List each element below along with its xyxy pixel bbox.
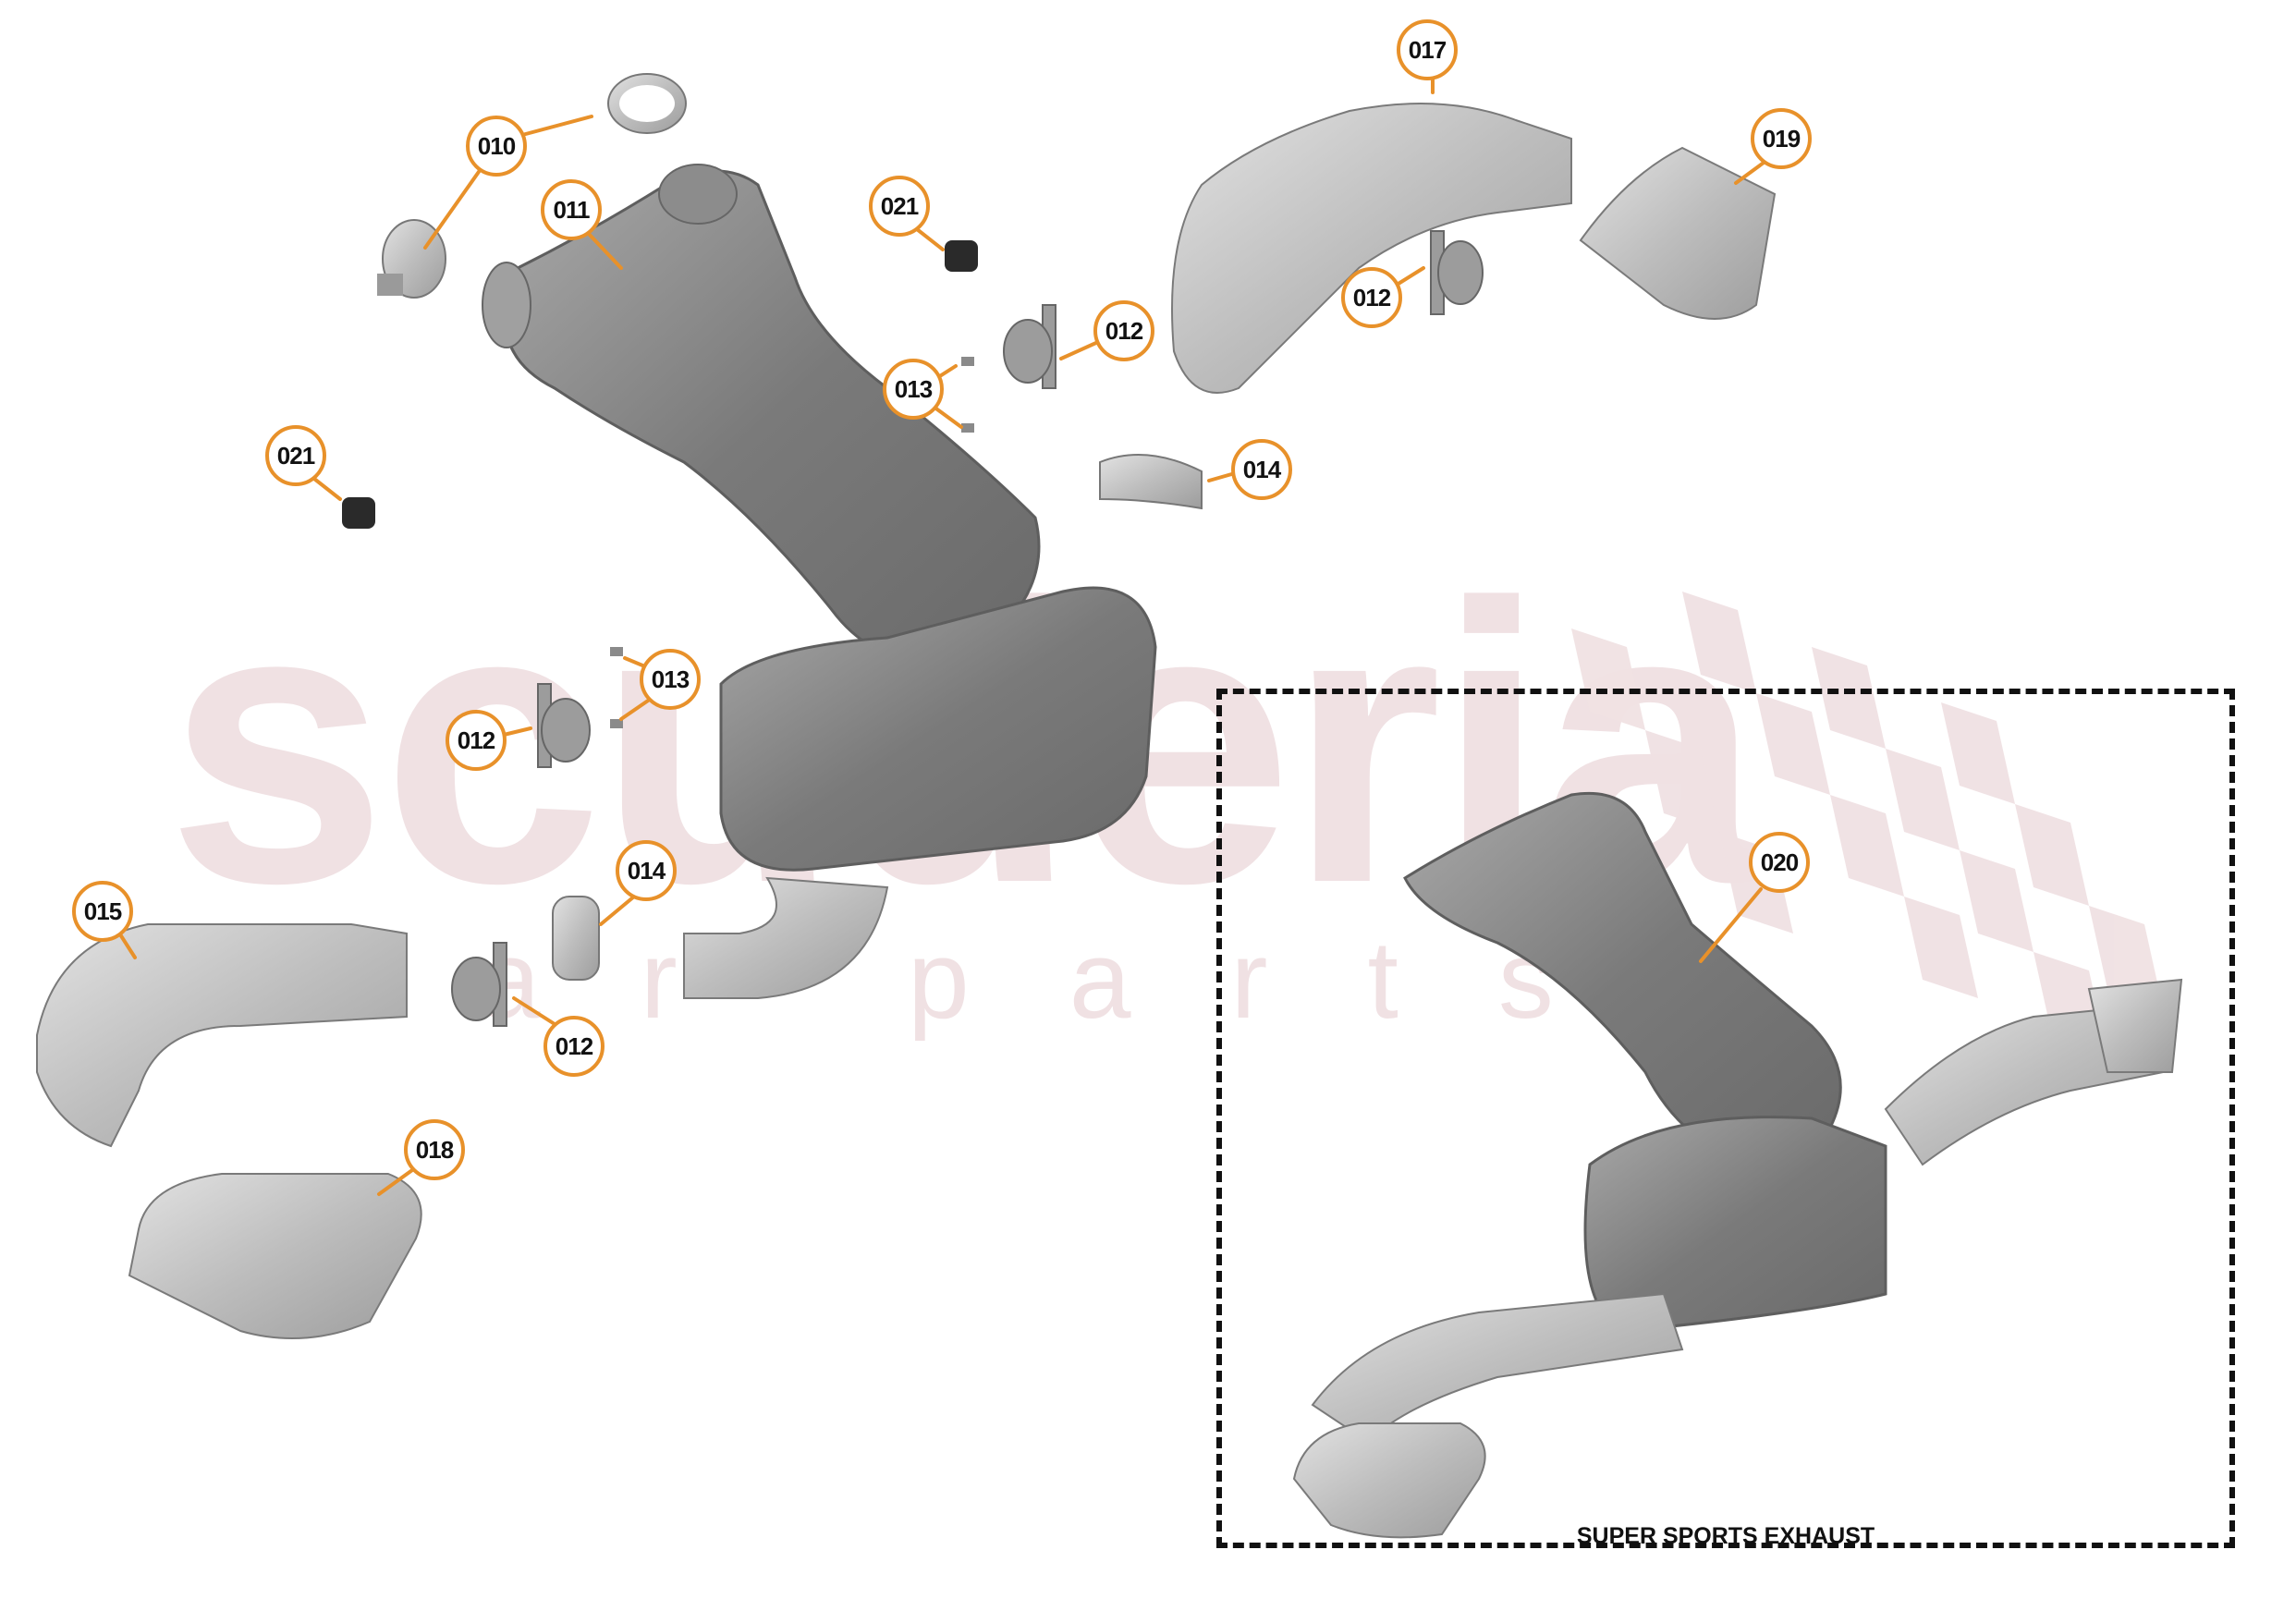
callout-021-left[interactable]: 021 <box>265 425 326 486</box>
silencer-outlet-pipe <box>683 876 889 999</box>
callout-015[interactable]: 015 <box>72 881 133 942</box>
leader-line <box>520 115 593 137</box>
right-exhaust-tip-part <box>1579 146 1777 320</box>
callout-012-mid[interactable]: 012 <box>446 710 507 771</box>
leader-line <box>377 1168 414 1196</box>
callout-014-right[interactable]: 014 <box>1231 439 1292 500</box>
callout-018[interactable]: 018 <box>404 1119 465 1180</box>
leader-line <box>1699 887 1763 963</box>
bolt-parts <box>610 357 974 728</box>
callout-011[interactable]: 011 <box>541 179 602 240</box>
callout-012-upper[interactable]: 012 <box>1093 300 1154 361</box>
leader-line <box>312 477 342 501</box>
callout-020[interactable]: 020 <box>1749 832 1810 893</box>
band-clamp-part <box>552 896 600 981</box>
super-sports-exhaust-caption: SUPER SPORTS EXHAUST <box>1576 1523 1875 1549</box>
rubber-mount-part <box>342 497 375 529</box>
leader-line <box>932 405 963 429</box>
super-sports-exhaust-assembly <box>1292 791 2183 1539</box>
leader-line <box>423 167 482 250</box>
left-exhaust-tip-part <box>128 1173 422 1339</box>
leader-line <box>915 227 945 251</box>
callout-021-top[interactable]: 021 <box>869 176 930 237</box>
callout-012-lower[interactable]: 012 <box>543 1016 605 1077</box>
callout-010[interactable]: 010 <box>466 116 527 177</box>
callout-012-right[interactable]: 012 <box>1341 267 1402 328</box>
hanger-bracket-parts <box>451 230 1484 1027</box>
rear-silencer-part <box>719 586 1157 872</box>
leader-line <box>502 726 532 737</box>
right-tailpipe-part <box>1171 103 1572 394</box>
leader-line <box>512 996 556 1026</box>
callout-017[interactable]: 017 <box>1397 19 1458 80</box>
callout-014-lower[interactable]: 014 <box>616 840 677 901</box>
leader-line <box>586 231 623 270</box>
leader-line <box>1207 471 1237 482</box>
leader-line <box>1059 340 1100 360</box>
leader-line <box>599 895 636 926</box>
leader-line <box>1734 161 1765 185</box>
callout-013-lower[interactable]: 013 <box>640 649 701 710</box>
super-sports-exhaust-box <box>1216 689 2235 1548</box>
leader-line <box>619 697 653 721</box>
left-tailpipe-part <box>36 923 408 1148</box>
callout-019[interactable]: 019 <box>1751 108 1812 169</box>
callout-013-upper[interactable]: 013 <box>883 359 944 420</box>
band-clamp-part <box>1099 454 1203 510</box>
rubber-mount-part <box>945 240 978 272</box>
leader-line <box>118 933 137 959</box>
